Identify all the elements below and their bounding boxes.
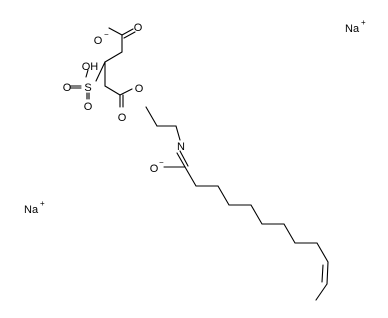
atom-o-imidate: O: [150, 163, 159, 175]
bond: [95, 61, 106, 82]
sodium-ion: Na +: [24, 199, 45, 216]
atom-o-ester: O: [135, 83, 144, 95]
bond: [176, 152, 186, 168]
bond: [179, 150, 189, 167]
bond: [145, 106, 158, 127]
bond: [175, 125, 181, 141]
atom-oh: OH: [82, 61, 99, 73]
ion-charge: +: [361, 18, 366, 27]
atom-o-carboxylate: O: [94, 35, 103, 47]
bond: [121, 28, 134, 36]
bond: [321, 264, 324, 283]
bond: [123, 31, 136, 39]
bond: [315, 283, 328, 301]
bond: [104, 85, 121, 96]
ion-charge: +: [40, 199, 45, 208]
atom-n: N: [177, 141, 185, 153]
bond: [85, 69, 89, 78]
ion-symbol: Na: [345, 23, 360, 35]
atom-o-sulfonyl-bottom: O: [84, 101, 93, 113]
atom-o-ester-carbonyl: O: [118, 112, 127, 124]
bond: [108, 27, 123, 36]
atom-o-carbonyl: O: [134, 22, 143, 34]
bond: [104, 51, 123, 63]
atom-s: S: [84, 82, 91, 94]
sodium-ion: Na +: [345, 18, 366, 35]
bond: [184, 166, 329, 285]
atom-o-sulfonyl-left: O: [63, 82, 72, 94]
bond: [119, 88, 133, 96]
atom-charge-minus: −: [159, 158, 164, 167]
ion-symbol: Na: [24, 204, 39, 216]
atom-charge-minus: −: [104, 30, 109, 39]
